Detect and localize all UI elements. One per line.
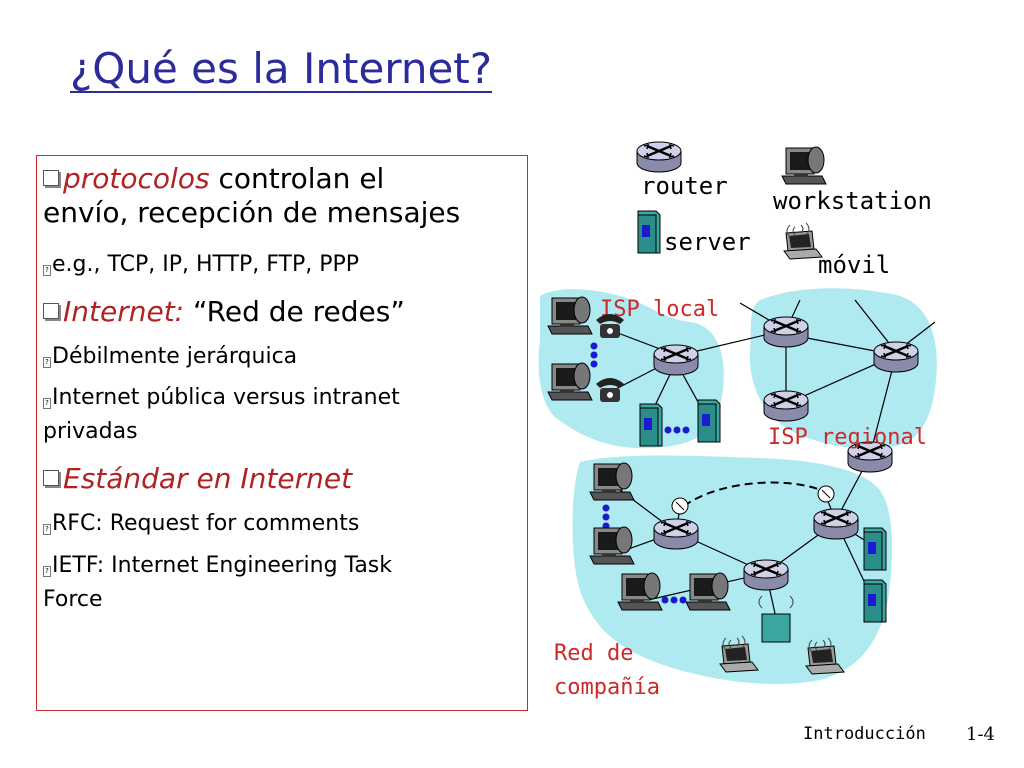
footer-page-number: 1-4 [966, 724, 995, 745]
square-bullet-icon [43, 470, 59, 486]
sub-bullet-text: RFC: Request for comments [52, 511, 360, 536]
legend-mobile-label: móvil [818, 251, 890, 279]
legend-server-icon [637, 210, 661, 254]
sub-bullet-text: Débilmente jerárquica [52, 344, 298, 369]
phone-icon [596, 378, 624, 402]
legend-mobile-icon [783, 222, 823, 260]
sub-bullet-hierarchy: ?Débilmente jerárquica [43, 340, 523, 374]
workstation-icon [589, 526, 635, 565]
bullet-highlight: Estándar en Internet [63, 462, 353, 495]
legend-workstation-icon [781, 146, 827, 185]
sub-bullet-examples: ?e.g., TCP, IP, HTTP, FTP, PPP [43, 248, 523, 282]
bullet-text: “Red de redes” [184, 295, 405, 328]
dashed-link [683, 481, 827, 507]
sub-bullet-text: e.g., TCP, IP, HTTP, FTP, PPP [52, 252, 360, 277]
bullet-internet: Internet: “Red de redes” [43, 295, 523, 329]
bullet-highlight: protocolos [63, 162, 210, 195]
bullet-highlight: Internet: [63, 295, 185, 328]
wireless-node-icon [817, 485, 835, 503]
sub-bullet-text: IETF: Internet Engineering Task [52, 553, 393, 578]
workstation-icon [547, 362, 593, 401]
bullet-protocols: protocolos controlan el envío, recepción… [43, 162, 523, 230]
ellipsis-icon [590, 342, 598, 368]
slide-title: ¿Qué es la Internet? [70, 44, 493, 93]
footer-section: Introducción [803, 724, 926, 744]
isp-regional-label: ISP regional [768, 425, 927, 450]
square-bullet-icon [43, 170, 59, 186]
router-icon [652, 343, 700, 377]
server-icon [863, 527, 887, 571]
router-icon [762, 315, 810, 349]
router-icon [762, 389, 810, 423]
legend-server-label: server [664, 228, 751, 256]
sub-bullet-continuation: Force [43, 587, 103, 612]
router-icon [742, 558, 790, 592]
missing-glyph-icon: ? [43, 566, 51, 577]
missing-glyph-icon: ? [43, 265, 51, 276]
workstation-icon [685, 572, 731, 611]
sub-bullet-ietf: ?IETF: Internet Engineering Task Force [43, 549, 523, 617]
missing-glyph-icon: ? [43, 524, 51, 535]
ellipsis-icon [602, 504, 610, 530]
ellipsis-icon [661, 596, 687, 604]
wireless-node-icon [671, 497, 689, 515]
router-icon [872, 340, 920, 374]
company-label-line1: Red de [554, 641, 633, 666]
phone-icon [596, 314, 624, 338]
workstation-icon [547, 296, 593, 335]
sub-bullet-rfc: ?RFC: Request for comments [43, 507, 523, 541]
access-point-icon [758, 595, 794, 643]
legend-router-label: router [641, 172, 728, 200]
sub-bullet-intranet: ?Internet pública versus intranet privad… [43, 381, 523, 449]
sub-bullet-continuation: privadas [43, 419, 138, 444]
legend-router-icon [635, 140, 683, 174]
router-icon [652, 517, 700, 551]
bullet-standards: Estándar en Internet [43, 462, 523, 496]
sub-bullet-text: Internet pública versus intranet [52, 385, 400, 410]
square-bullet-icon [43, 303, 59, 319]
bullet-continuation: envío, recepción de mensajes [43, 196, 461, 229]
bullet-text: controlan el [209, 162, 385, 195]
server-icon [639, 403, 663, 447]
server-icon [863, 579, 887, 623]
missing-glyph-icon: ? [43, 357, 51, 368]
company-region [572, 455, 893, 684]
content-box: protocolos controlan el envío, recepción… [36, 155, 528, 711]
company-label-line2: compañía [554, 675, 660, 700]
server-icon [697, 399, 721, 443]
missing-glyph-icon: ? [43, 398, 51, 409]
legend-workstation-label: workstation [773, 187, 932, 215]
workstation-icon [617, 572, 663, 611]
workstation-icon [589, 462, 635, 501]
router-icon [812, 507, 860, 541]
ellipsis-icon [664, 426, 690, 434]
